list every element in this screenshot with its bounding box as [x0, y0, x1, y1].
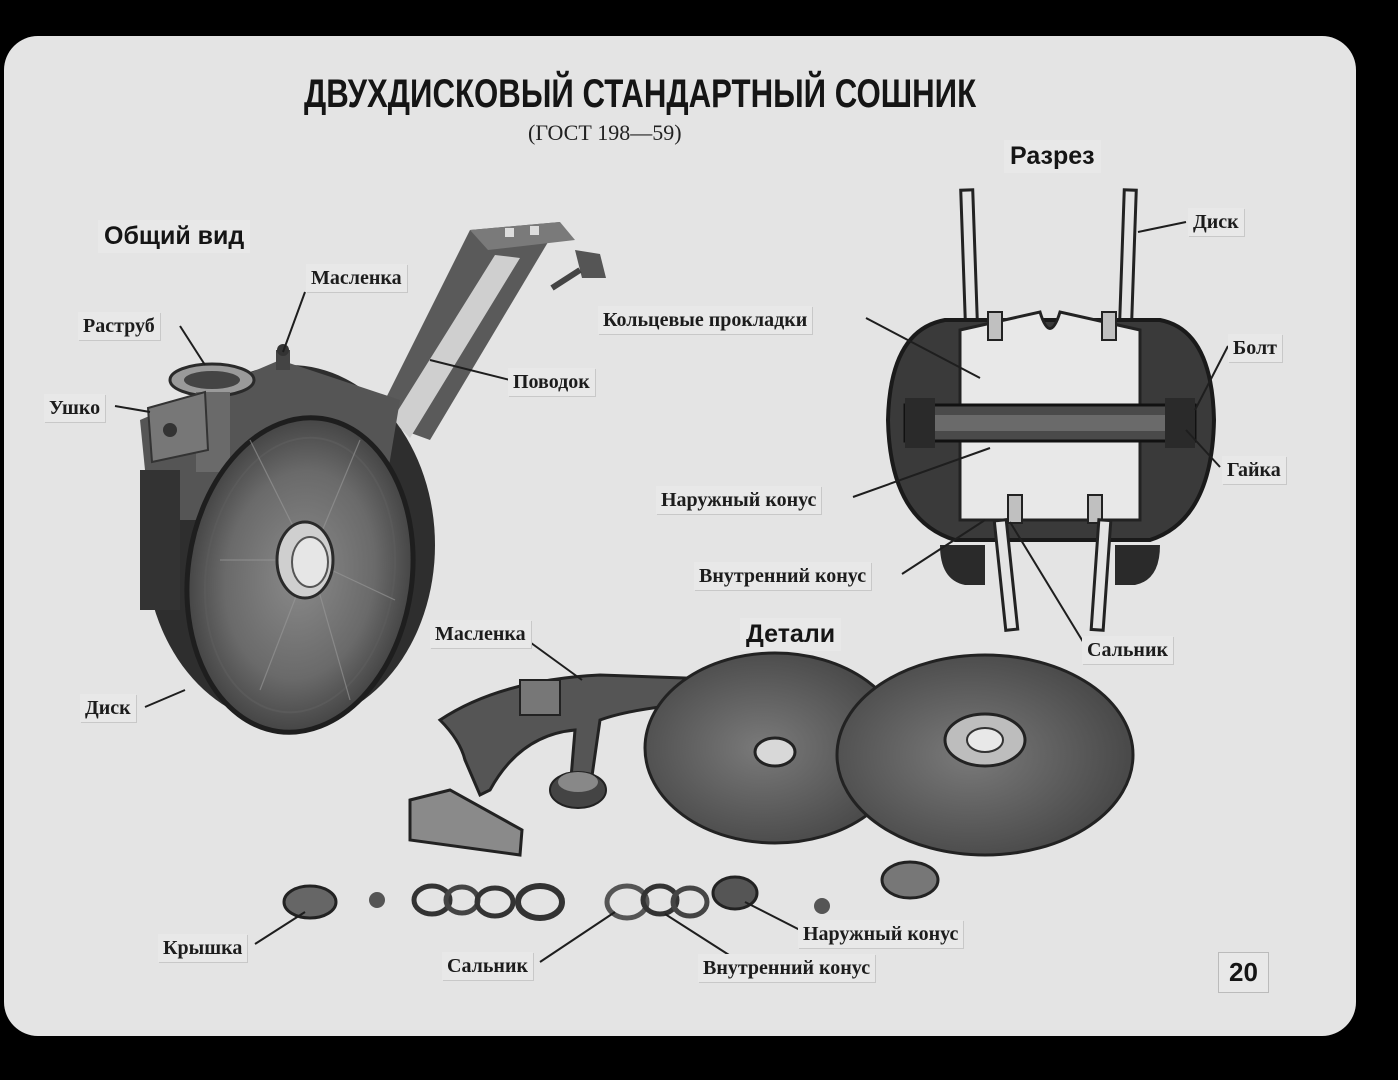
general-view-drawing	[140, 222, 606, 735]
view-heading-general: Общий вид	[98, 220, 251, 253]
label-section-rings: Кольцевые прокладки	[598, 306, 813, 334]
label-section-inner-cone: Внутренний конус	[694, 562, 872, 590]
view-heading-section: Разрез	[1004, 140, 1101, 173]
label-general-oiler: Масленка	[306, 264, 407, 292]
page-title: ДВУХДИСКОВЫЙ СТАНДАРТНЫЙ СОШНИК	[304, 72, 977, 116]
label-parts-inner-cone: Внутренний конус	[698, 954, 876, 982]
label-section-disk: Диск	[1188, 208, 1244, 236]
label-general-lug: Ушко	[44, 394, 106, 422]
label-parts-outer-cone: Наружный конус	[798, 920, 964, 948]
page-number: 20	[1218, 952, 1269, 993]
label-general-disk: Диск	[80, 694, 136, 722]
label-parts-seal: Сальник	[442, 952, 533, 980]
label-section-bolt: Болт	[1228, 334, 1283, 362]
label-parts-cap: Крышка	[158, 934, 248, 962]
label-parts-oiler: Масленка	[430, 620, 531, 648]
label-general-funnel: Раструб	[78, 312, 160, 340]
label-section-nut: Гайка	[1222, 456, 1286, 484]
label-section-outer-cone: Наружный конус	[656, 486, 822, 514]
leader-lines	[114, 221, 1229, 963]
label-general-leash: Поводок	[508, 368, 595, 396]
section-view-drawing	[885, 188, 1217, 632]
label-section-seal: Сальник	[1082, 636, 1173, 664]
view-heading-parts: Детали	[740, 618, 842, 651]
page-subtitle: (ГОСТ 198—59)	[528, 120, 682, 145]
parts-view-drawing	[282, 651, 1135, 921]
